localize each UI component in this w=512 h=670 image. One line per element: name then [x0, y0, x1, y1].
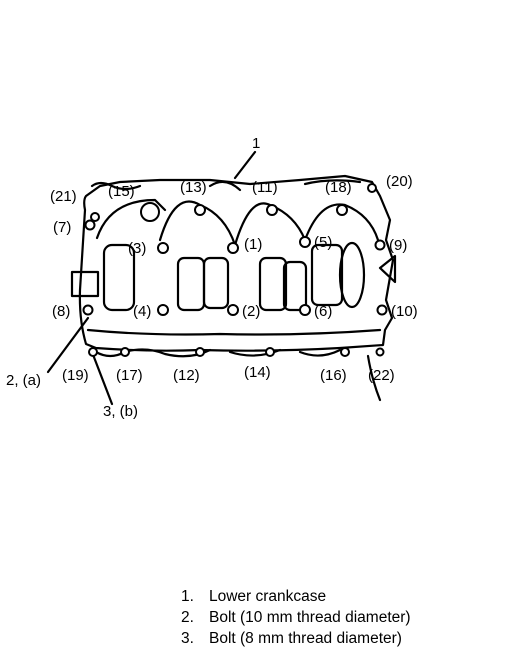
- bolt-3: [157, 242, 169, 254]
- legend-text: Lower crankcase: [209, 588, 327, 605]
- label-bolt-17: (17): [116, 367, 143, 384]
- legend-item: 2. Bolt (10 mm thread diameter): [181, 607, 411, 628]
- bolt-2: [227, 304, 239, 316]
- lead-line-b: [90, 350, 114, 406]
- lead-line-1: [233, 150, 257, 180]
- journal-1: [102, 243, 136, 312]
- bolt-18: [336, 204, 348, 216]
- gasket-top: [90, 179, 362, 192]
- bolt-13: [194, 204, 206, 216]
- label-bolt-18: (18): [325, 179, 352, 196]
- crankcase-diagram: 1 (1) (2) (3) (4) (5) (6) (7) (8) (9) (1…: [6, 135, 418, 420]
- legend-item: 3. Bolt (8 mm thread diameter): [181, 628, 411, 649]
- bolt-16: [340, 347, 350, 357]
- bolt-6: [299, 304, 311, 316]
- part-number-1: 1: [252, 135, 260, 152]
- bolt-21: [90, 212, 100, 222]
- label-bolt-8: (8): [52, 303, 70, 320]
- crank-flange: [338, 241, 366, 309]
- label-bolt-11: (11): [252, 179, 278, 196]
- bolt-8: [82, 304, 94, 316]
- label-bolt-4: (4): [133, 303, 151, 320]
- bolt-19: [88, 347, 98, 357]
- label-bolt-12: (12): [173, 367, 200, 384]
- journal-5: [282, 260, 308, 312]
- bolt-15: [140, 202, 160, 222]
- label-bolt-1: (1): [244, 236, 262, 253]
- journal-3: [202, 256, 230, 310]
- journal-2: [176, 256, 206, 312]
- label-bolt-6: (6): [314, 303, 332, 320]
- journal-6: [310, 243, 344, 307]
- bolt-5: [299, 236, 311, 248]
- label-bolt-2: (2): [242, 303, 260, 320]
- side-triangle: [378, 254, 397, 284]
- bolt-12: [195, 347, 205, 357]
- label-bolt-21: (21): [50, 188, 77, 205]
- bolt-7: [84, 219, 96, 231]
- arch-left: [95, 198, 167, 240]
- label-bolt-10: (10): [391, 303, 418, 320]
- label-bolt-5: (5): [314, 234, 332, 251]
- bolt-11: [266, 204, 278, 216]
- bolt-17: [120, 347, 130, 357]
- legend-number: 1.: [181, 588, 194, 605]
- bolt-14: [265, 347, 275, 357]
- bolt-20: [367, 183, 377, 193]
- label-bolt-3: (3): [128, 240, 146, 257]
- callout-b: 3, (b): [103, 403, 138, 420]
- legend-text: Bolt (8 mm thread diameter): [209, 630, 402, 647]
- callout-a: 2, (a): [6, 372, 41, 389]
- crankcase-outline: [78, 174, 395, 352]
- label-bolt-13: (13): [180, 179, 207, 196]
- label-bolt-15: (15): [108, 183, 135, 200]
- legend-number: 2.: [181, 609, 194, 626]
- label-bolt-14: (14): [244, 364, 271, 381]
- flange-line: [86, 328, 382, 336]
- legend-item: 1. Lower crankcase: [181, 586, 411, 607]
- label-bolt-20: (20): [386, 173, 413, 190]
- legend-number: 3.: [181, 630, 194, 647]
- label-bolt-16: (16): [320, 367, 347, 384]
- crank-snout: [70, 270, 100, 298]
- journal-4: [258, 256, 288, 312]
- label-bolt-19: (19): [62, 367, 89, 384]
- bolt-1: [227, 242, 239, 254]
- lead-line-a: [46, 316, 90, 374]
- bolt-10: [376, 304, 388, 316]
- parts-legend: 1. Lower crankcase 2. Bolt (10 mm thread…: [181, 586, 411, 649]
- label-bolt-7: (7): [53, 219, 71, 236]
- bolt-22: [375, 347, 385, 357]
- label-bolt-9: (9): [389, 237, 407, 254]
- leader-16-22: [366, 354, 382, 402]
- bolt-4: [157, 304, 169, 316]
- gasket-bottom: [94, 348, 342, 358]
- label-bolt-22: (22): [368, 367, 395, 384]
- bolt-9: [374, 239, 386, 251]
- legend-text: Bolt (10 mm thread diameter): [209, 609, 411, 626]
